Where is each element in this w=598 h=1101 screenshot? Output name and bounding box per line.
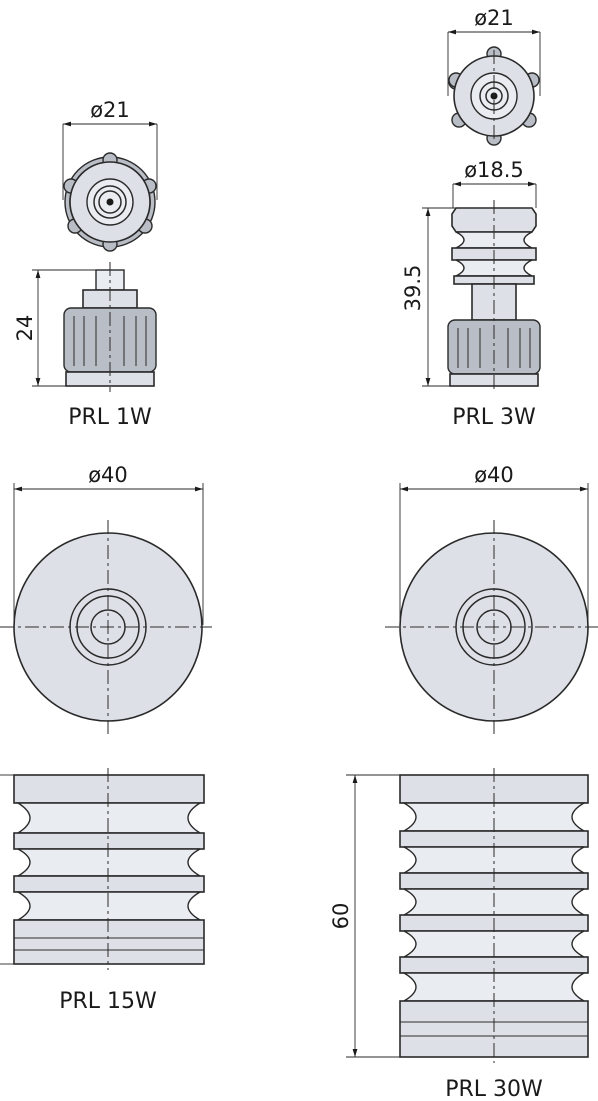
prl3w-diameter-top-label: ø21 <box>474 6 514 30</box>
prl30w-side-view <box>399 768 589 1063</box>
prl1w-drawing: ø21 24 PRL 1W <box>13 98 158 430</box>
prl15w-drawing: ø40 PRL 15W <box>0 463 212 1014</box>
prl30w-top-view <box>385 520 598 735</box>
prl3w-diameter-body-dimension: ø18.5 <box>452 158 537 208</box>
prl30w-caption: PRL 30W <box>445 1077 543 1101</box>
prl1w-height-label: 24 <box>13 315 37 342</box>
prl1w-height-dimension: 24 <box>13 269 96 387</box>
prl15w-diameter-label: ø40 <box>88 463 128 487</box>
prl3w-height-label: 39.5 <box>401 265 425 312</box>
prl30w-diameter-dimension: ø40 <box>399 463 589 625</box>
prl3w-height-dimension: 39.5 <box>401 207 456 387</box>
prl1w-side-view <box>63 262 157 392</box>
prl3w-top-view <box>448 46 540 146</box>
prl30w-height-dimension: 60 <box>329 774 400 1058</box>
prl1w-caption: PRL 1W <box>68 405 152 430</box>
prl3w-drawing: ø21 ø18.5 <box>401 6 541 430</box>
prl30w-drawing: ø40 60 PRL 30W <box>329 463 598 1101</box>
prl30w-diameter-label: ø40 <box>474 463 514 487</box>
prl15w-diameter-dimension: ø40 <box>13 463 204 625</box>
prl3w-side-view <box>447 200 541 392</box>
prl15w-top-view <box>0 520 212 735</box>
prl1w-diameter-dimension: ø21 <box>62 98 158 200</box>
prl3w-diameter-body-label: ø18.5 <box>464 158 524 182</box>
prl1w-diameter-label: ø21 <box>90 98 130 122</box>
prl3w-caption: PRL 3W <box>452 405 536 430</box>
prl30w-height-label: 60 <box>329 903 353 930</box>
prl3w-diameter-top-dimension: ø21 <box>447 6 541 96</box>
prl15w-caption: PRL 15W <box>59 989 157 1014</box>
prl15w-side-view <box>0 768 205 970</box>
prl1w-top-view <box>63 152 157 252</box>
